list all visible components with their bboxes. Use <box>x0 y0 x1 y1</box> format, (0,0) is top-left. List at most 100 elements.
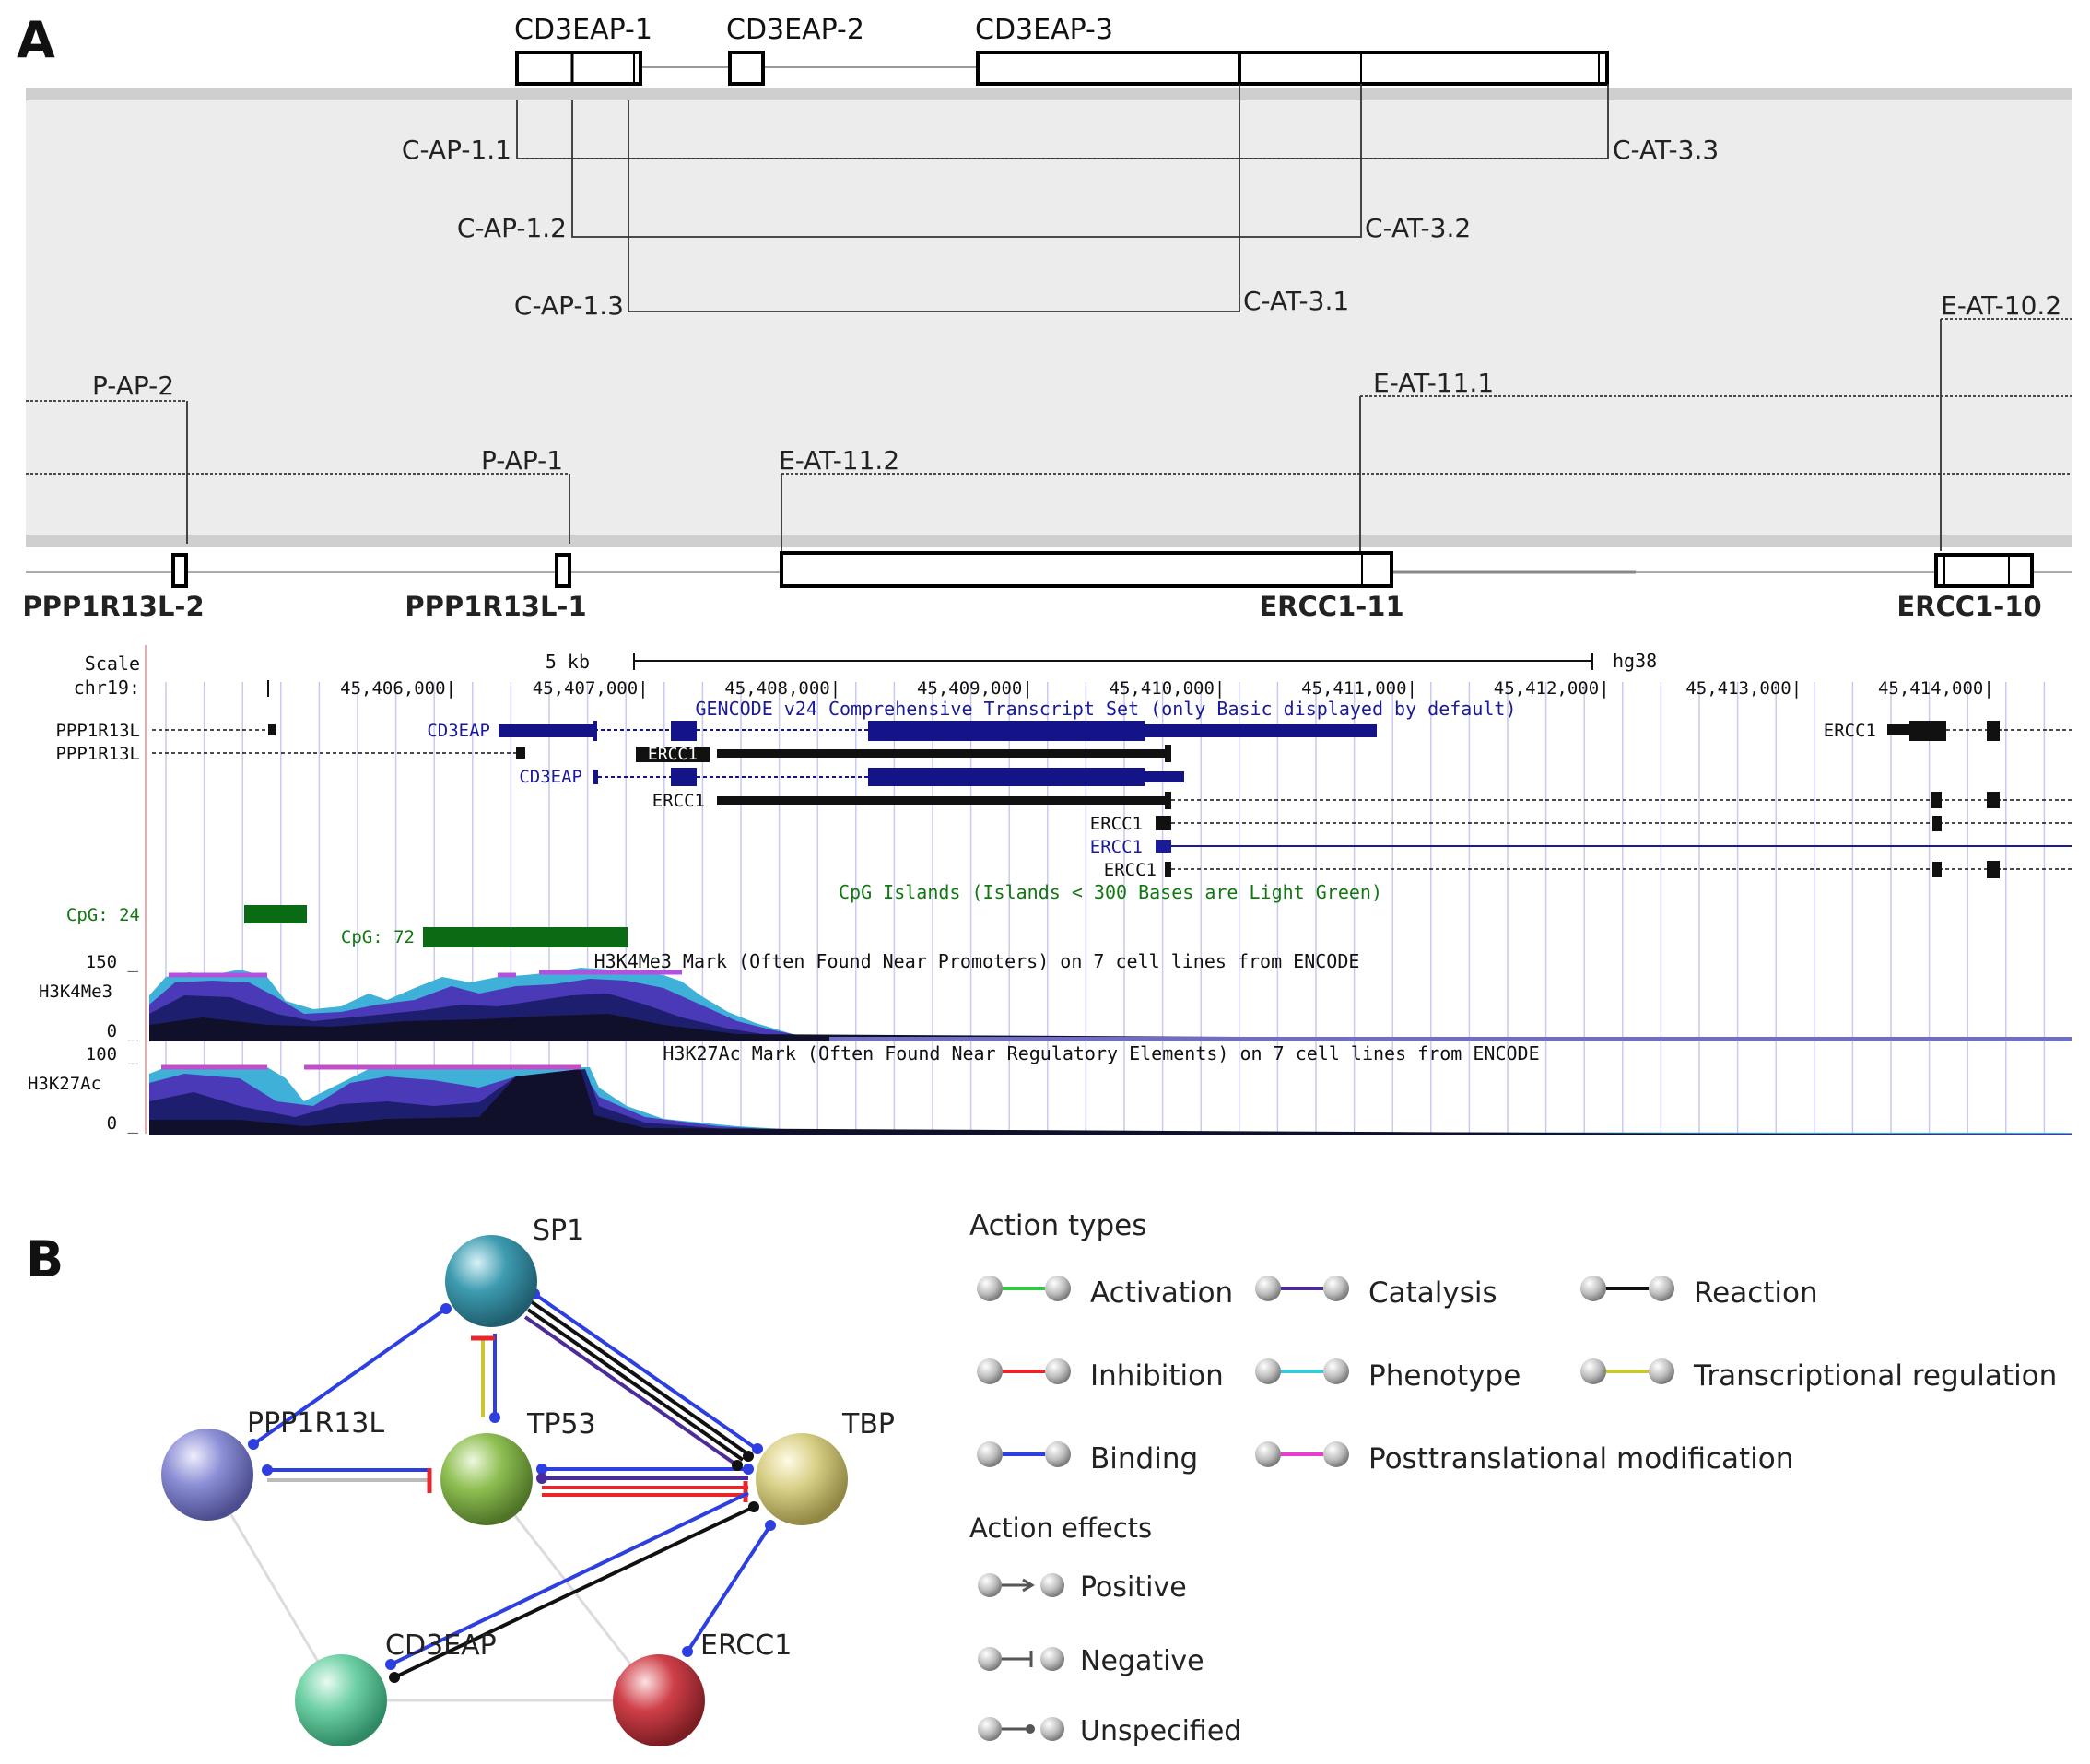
exon-cd3eap2 <box>728 51 765 86</box>
h3k27ac-signal <box>149 1064 2072 1135</box>
network-edge-ends <box>248 1288 776 1683</box>
label-p-ap-2: P-AP-2 <box>92 370 174 401</box>
transcript-cd3eap-1: CD3EAP <box>427 721 490 741</box>
h3k27ac-min: 0 _ <box>107 1113 139 1134</box>
network-nodes <box>161 1235 848 1746</box>
bottom-gene-models <box>26 551 2072 588</box>
bottom-ruler-bar <box>26 535 2072 547</box>
node-label-sp1: SP1 <box>533 1215 584 1247</box>
h3k27ac-title: H3K27Ac Mark (Often Found Near Regulator… <box>663 1042 1539 1064</box>
coordinate-label: 45,408,000| <box>724 678 840 699</box>
node-sp1[interactable] <box>445 1235 537 1327</box>
transcript-ercc1-5: ERCC1 <box>1104 860 1157 880</box>
label-c-ap-1-3: C-AP-1.3 <box>514 290 624 321</box>
scale-label: Scale <box>85 653 140 675</box>
transcript-ercc1-1: ERCC1 <box>648 745 698 764</box>
node-label-ppp1r13l: PPP1R13L <box>247 1407 384 1440</box>
transcript-ercc1-2: ERCC1 <box>652 791 705 811</box>
transcript-ppp1r13l-1: PPP1R13L <box>55 721 140 741</box>
transcript-rows: PPP1R13L PPP1R13L CD3EAP CD3EAP ERCC1 <box>55 721 2072 880</box>
h3k4me3-signal <box>149 968 2072 1041</box>
node-cd3eap[interactable] <box>295 1654 387 1746</box>
gene-label-cd3eap3: CD3EAP-3 <box>975 14 1113 46</box>
h3k27ac-max: 100 _ <box>86 1044 139 1064</box>
h3k27ac-track-label: H3K27Ac <box>28 1074 101 1094</box>
coordinate-label: 45,409,000| <box>917 678 1033 699</box>
legend-item: Activation <box>977 1276 1233 1310</box>
legend-label: Binding <box>1090 1442 1198 1476</box>
mapping-band <box>26 88 2072 547</box>
legend-item: Posttranslational modification <box>1255 1441 1793 1476</box>
coordinate-label: 45,411,000| <box>1301 678 1417 699</box>
assembly-label: hg38 <box>1613 650 1657 672</box>
gene-label-ercc1-10: ERCC1-10 <box>1896 591 2041 622</box>
node-tbp[interactable] <box>756 1433 848 1525</box>
h3k4me3-title: H3K4Me3 Mark (Often Found Near Promoters… <box>594 950 1360 972</box>
panel-b-letter: B <box>26 1230 64 1288</box>
label-c-at-3-2: C-AT-3.2 <box>1365 213 1471 243</box>
cpg-label-24: CpG: 24 <box>66 905 140 925</box>
gencode-title: GENCODE v24 Comprehensive Transcript Set… <box>695 698 1516 720</box>
legend-item: Binding <box>977 1441 1198 1476</box>
scale-value: 5 kb <box>546 651 590 673</box>
node-tp53[interactable] <box>440 1433 533 1525</box>
legend-label: Reaction <box>1694 1276 1818 1310</box>
legend-label: Phenotype <box>1368 1359 1521 1393</box>
legend-effect-item: Unspecified <box>978 1715 1241 1747</box>
top-ruler-bar <box>26 88 2072 100</box>
node-label-cd3eap: CD3EAP <box>385 1629 497 1662</box>
transcript-ercc1-4: ERCC1 <box>1090 837 1143 857</box>
coordinate-label: 45,414,000| <box>1878 678 1994 699</box>
legend-item: Inhibition <box>977 1358 1224 1393</box>
h3k4me3-max: 150 _ <box>86 952 139 972</box>
top-gene-models <box>515 51 1609 86</box>
cpg-island-24 <box>244 905 307 923</box>
label-e-at-11-2: E-AT-11.2 <box>779 445 899 476</box>
coordinate-label: 45,407,000| <box>533 678 649 699</box>
legend-effect-label: Negative <box>1080 1645 1204 1677</box>
legend-label: Inhibition <box>1090 1359 1224 1393</box>
label-p-ap-1: P-AP-1 <box>481 445 563 476</box>
legend-label: Posttranslational modification <box>1368 1442 1793 1476</box>
legend-item: Catalysis <box>1255 1276 1497 1310</box>
coordinate-label: 45,406,000| <box>340 678 456 699</box>
exon-cd3eap1 <box>515 51 642 86</box>
legend-label: Activation <box>1090 1276 1233 1310</box>
legend-label: Transcriptional regulation <box>1693 1359 2057 1393</box>
transcript-ppp1r13l-2: PPP1R13L <box>55 744 140 764</box>
cpg-label-72: CpG: 72 <box>341 927 415 947</box>
legend-item: Transcriptional regulation <box>1580 1358 2057 1393</box>
gene-label-cd3eap1: CD3EAP-1 <box>514 14 652 46</box>
node-ercc1[interactable] <box>613 1654 705 1746</box>
primer-connectors <box>26 84 2072 551</box>
gene-label-cd3eap2: CD3EAP-2 <box>726 14 864 46</box>
legend-title-action-effects: Action effects <box>969 1512 1152 1544</box>
legend-label: Catalysis <box>1368 1276 1497 1310</box>
gene-label-ercc1-11: ERCC1-11 <box>1259 591 1403 622</box>
cpg-island-72 <box>423 927 628 947</box>
label-c-at-3-1: C-AT-3.1 <box>1243 286 1349 316</box>
node-label-ercc1: ERCC1 <box>700 1629 792 1662</box>
coordinate-label: 45,412,000| <box>1494 678 1610 699</box>
cpg-title: CpG Islands (Islands < 300 Bases are Lig… <box>839 881 1382 903</box>
label-c-ap-1-1: C-AP-1.1 <box>402 135 511 165</box>
legend-title-action-types: Action types <box>969 1209 1146 1242</box>
transcript-cd3eap-2: CD3EAP <box>519 767 582 787</box>
label-e-at-11-1: E-AT-11.1 <box>1373 368 1494 398</box>
label-c-at-3-3: C-AT-3.3 <box>1613 135 1719 165</box>
genome-browser: Scale 5 kb hg38 chr19: 45,406,000|45,407… <box>28 645 2072 1135</box>
transcript-ercc1-6: ERCC1 <box>1824 721 1876 741</box>
node-label-tp53: TP53 <box>526 1408 596 1441</box>
exon-cd3eap3 <box>976 51 1609 86</box>
legend-item: Phenotype <box>1255 1358 1521 1393</box>
legend-effect-item: Negative <box>978 1645 1204 1677</box>
node-ppp1r13l[interactable] <box>161 1429 253 1521</box>
h3k4me3-min: 0 _ <box>107 1021 139 1041</box>
label-c-ap-1-2: C-AP-1.2 <box>457 213 567 243</box>
h3k4me3-track-label: H3K4Me3 <box>39 982 112 1002</box>
legend-effect-label: Positive <box>1080 1571 1187 1604</box>
coordinate-label: 45,410,000| <box>1110 678 1226 699</box>
